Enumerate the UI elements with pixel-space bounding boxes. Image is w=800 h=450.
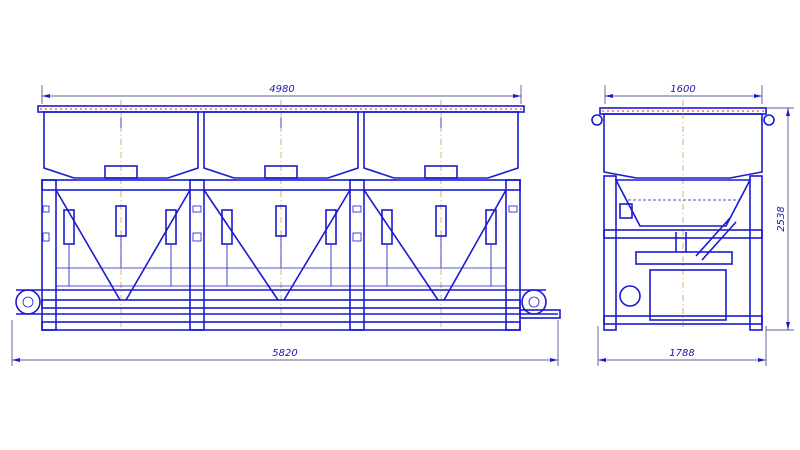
- hopper-3: [363, 100, 519, 330]
- hopper-1: [43, 100, 199, 330]
- hopper-2: [203, 100, 359, 330]
- support-frame: [41, 179, 521, 331]
- side-top-dimension-label: 1600: [670, 84, 695, 95]
- dimension-side-top: 1600: [604, 84, 763, 104]
- side-bottom-dimension-label: 1788: [669, 348, 694, 359]
- side-view: 1600 1788: [591, 84, 794, 366]
- gate-mechanisms: [63, 205, 497, 286]
- dimension-side-bottom: 1788: [597, 326, 767, 366]
- front-view: 4980: [11, 84, 561, 366]
- dimension-front-bottom: 5820: [11, 320, 559, 366]
- side-height-dimension-label: 2538: [776, 206, 787, 231]
- dimension-side-height: 2538: [766, 107, 794, 331]
- front-bottom-dimension-label: 5820: [272, 348, 297, 359]
- dimension-front-top: 4980: [41, 84, 522, 104]
- side-hopper: [603, 113, 763, 179]
- conveyor: [15, 289, 561, 319]
- front-top-dimension-label: 4980: [269, 84, 294, 95]
